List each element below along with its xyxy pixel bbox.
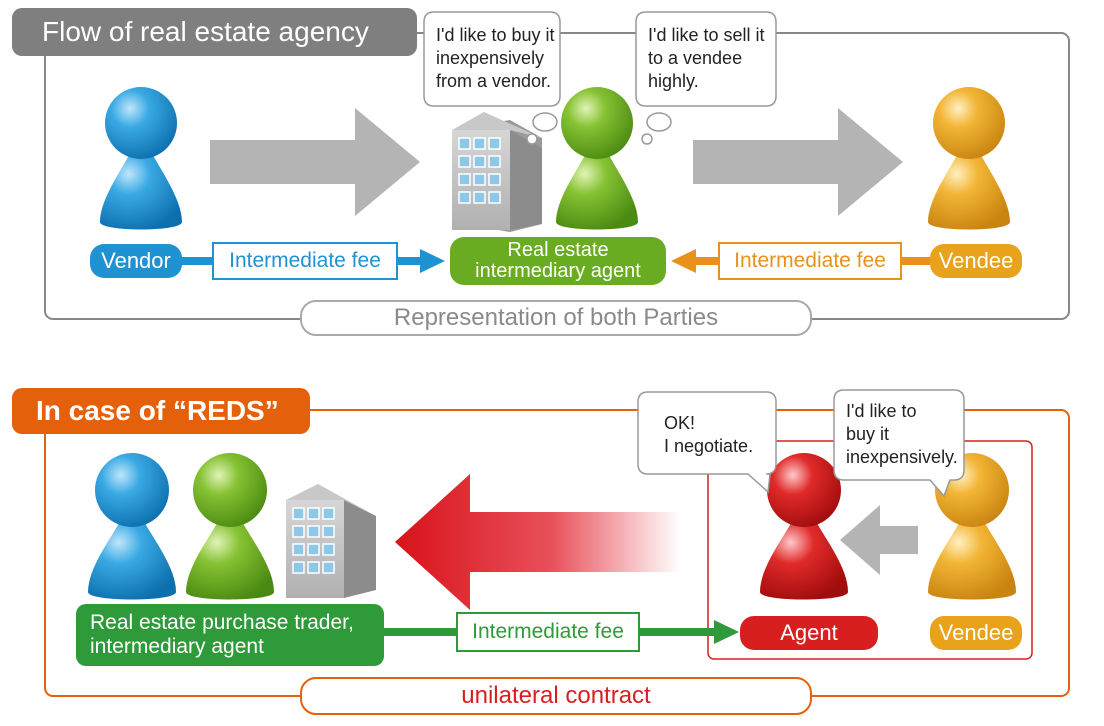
building-icon [286,484,376,598]
arrow-right-icon [693,108,903,216]
bubble-text-sell: I'd like to sell it to a vendee highly. [648,25,765,91]
vendee-label-bottom: Vendee [930,616,1022,650]
fee-label-bottom: Intermediate fee [456,612,640,652]
speech-bubble-sell [635,11,777,107]
arrow-right-icon [714,620,739,644]
fee-label-left: Intermediate fee [212,242,398,280]
section-title-reds: In case of “REDS” [12,388,310,434]
bubble-text-ok: OK! I negotiate. [664,413,754,456]
thought-bubble-icon [526,112,672,145]
footer-unilateral: unilateral contract [300,677,812,715]
vendor-figure-icon [100,87,182,230]
vendor-figure-icon [88,453,176,600]
section-title-agency: Flow of real estate agency [12,8,417,56]
bubble-text-buy: I'd like to buy it inexpensively from a … [436,25,555,91]
arrow-right-icon [210,108,420,216]
building-icon [452,112,542,232]
agent-figure-icon [556,87,638,230]
agent-figure-icon [760,453,848,600]
arrow-left-icon [395,474,680,610]
agent-figure-icon [186,453,274,600]
vendee-figure-icon [928,87,1010,230]
fee-label-right: Intermediate fee [718,242,902,280]
arrow-left-icon [840,505,918,575]
speech-bubble-ok [637,391,777,494]
agent-label: Real estate intermediary agent [450,237,666,285]
speech-bubble-buy [423,11,561,107]
arrow-left-icon [671,249,696,273]
footer-both-parties: Representation of both Parties [300,300,812,336]
arrow-right-icon [420,249,445,273]
vendor-label: Vendor [90,244,182,278]
trader-label: Real estate purchase trader, intermediar… [76,604,384,666]
speech-bubble-buy-bottom [833,389,965,498]
vendee-label: Vendee [930,244,1022,278]
agent-label-bottom: Agent [740,616,878,650]
bubble-text-buy-bottom: I'd like to buy it inexpensively. [846,401,958,467]
